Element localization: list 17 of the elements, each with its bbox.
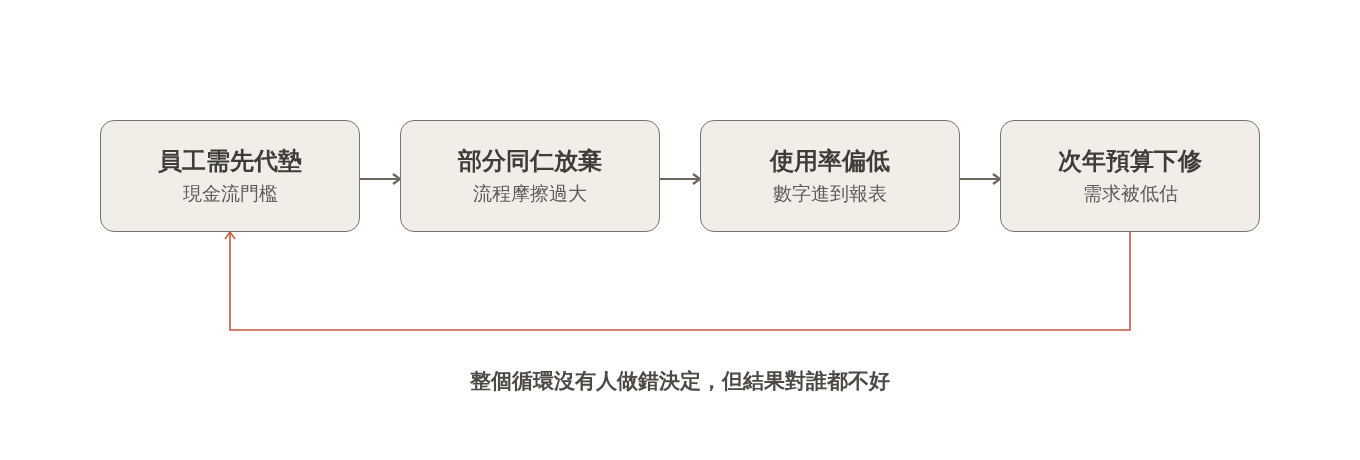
arrow [224, 231, 1131, 331]
step-title: 次年預算下修 [1058, 146, 1202, 177]
caption: 整個循環沒有人做錯決定，但結果對誰都不好 [469, 368, 891, 395]
process-box [1000, 120, 1260, 232]
arrow [660, 172, 702, 186]
arrow [960, 172, 1002, 186]
process-box [700, 120, 960, 232]
arrow [360, 172, 402, 186]
step-detail: 流程摩擦過大 [473, 181, 587, 206]
process-box [400, 120, 660, 232]
step-detail: 數字進到報表 [773, 181, 887, 206]
step-detail: 需求被低估 [1082, 181, 1178, 206]
step-detail: 現金流門檻 [182, 181, 278, 206]
process-box [100, 120, 360, 232]
step-title: 部分同仁放棄 [458, 146, 602, 177]
step-title: 員工需先代墊 [158, 146, 302, 177]
step-title: 使用率偏低 [770, 146, 890, 177]
